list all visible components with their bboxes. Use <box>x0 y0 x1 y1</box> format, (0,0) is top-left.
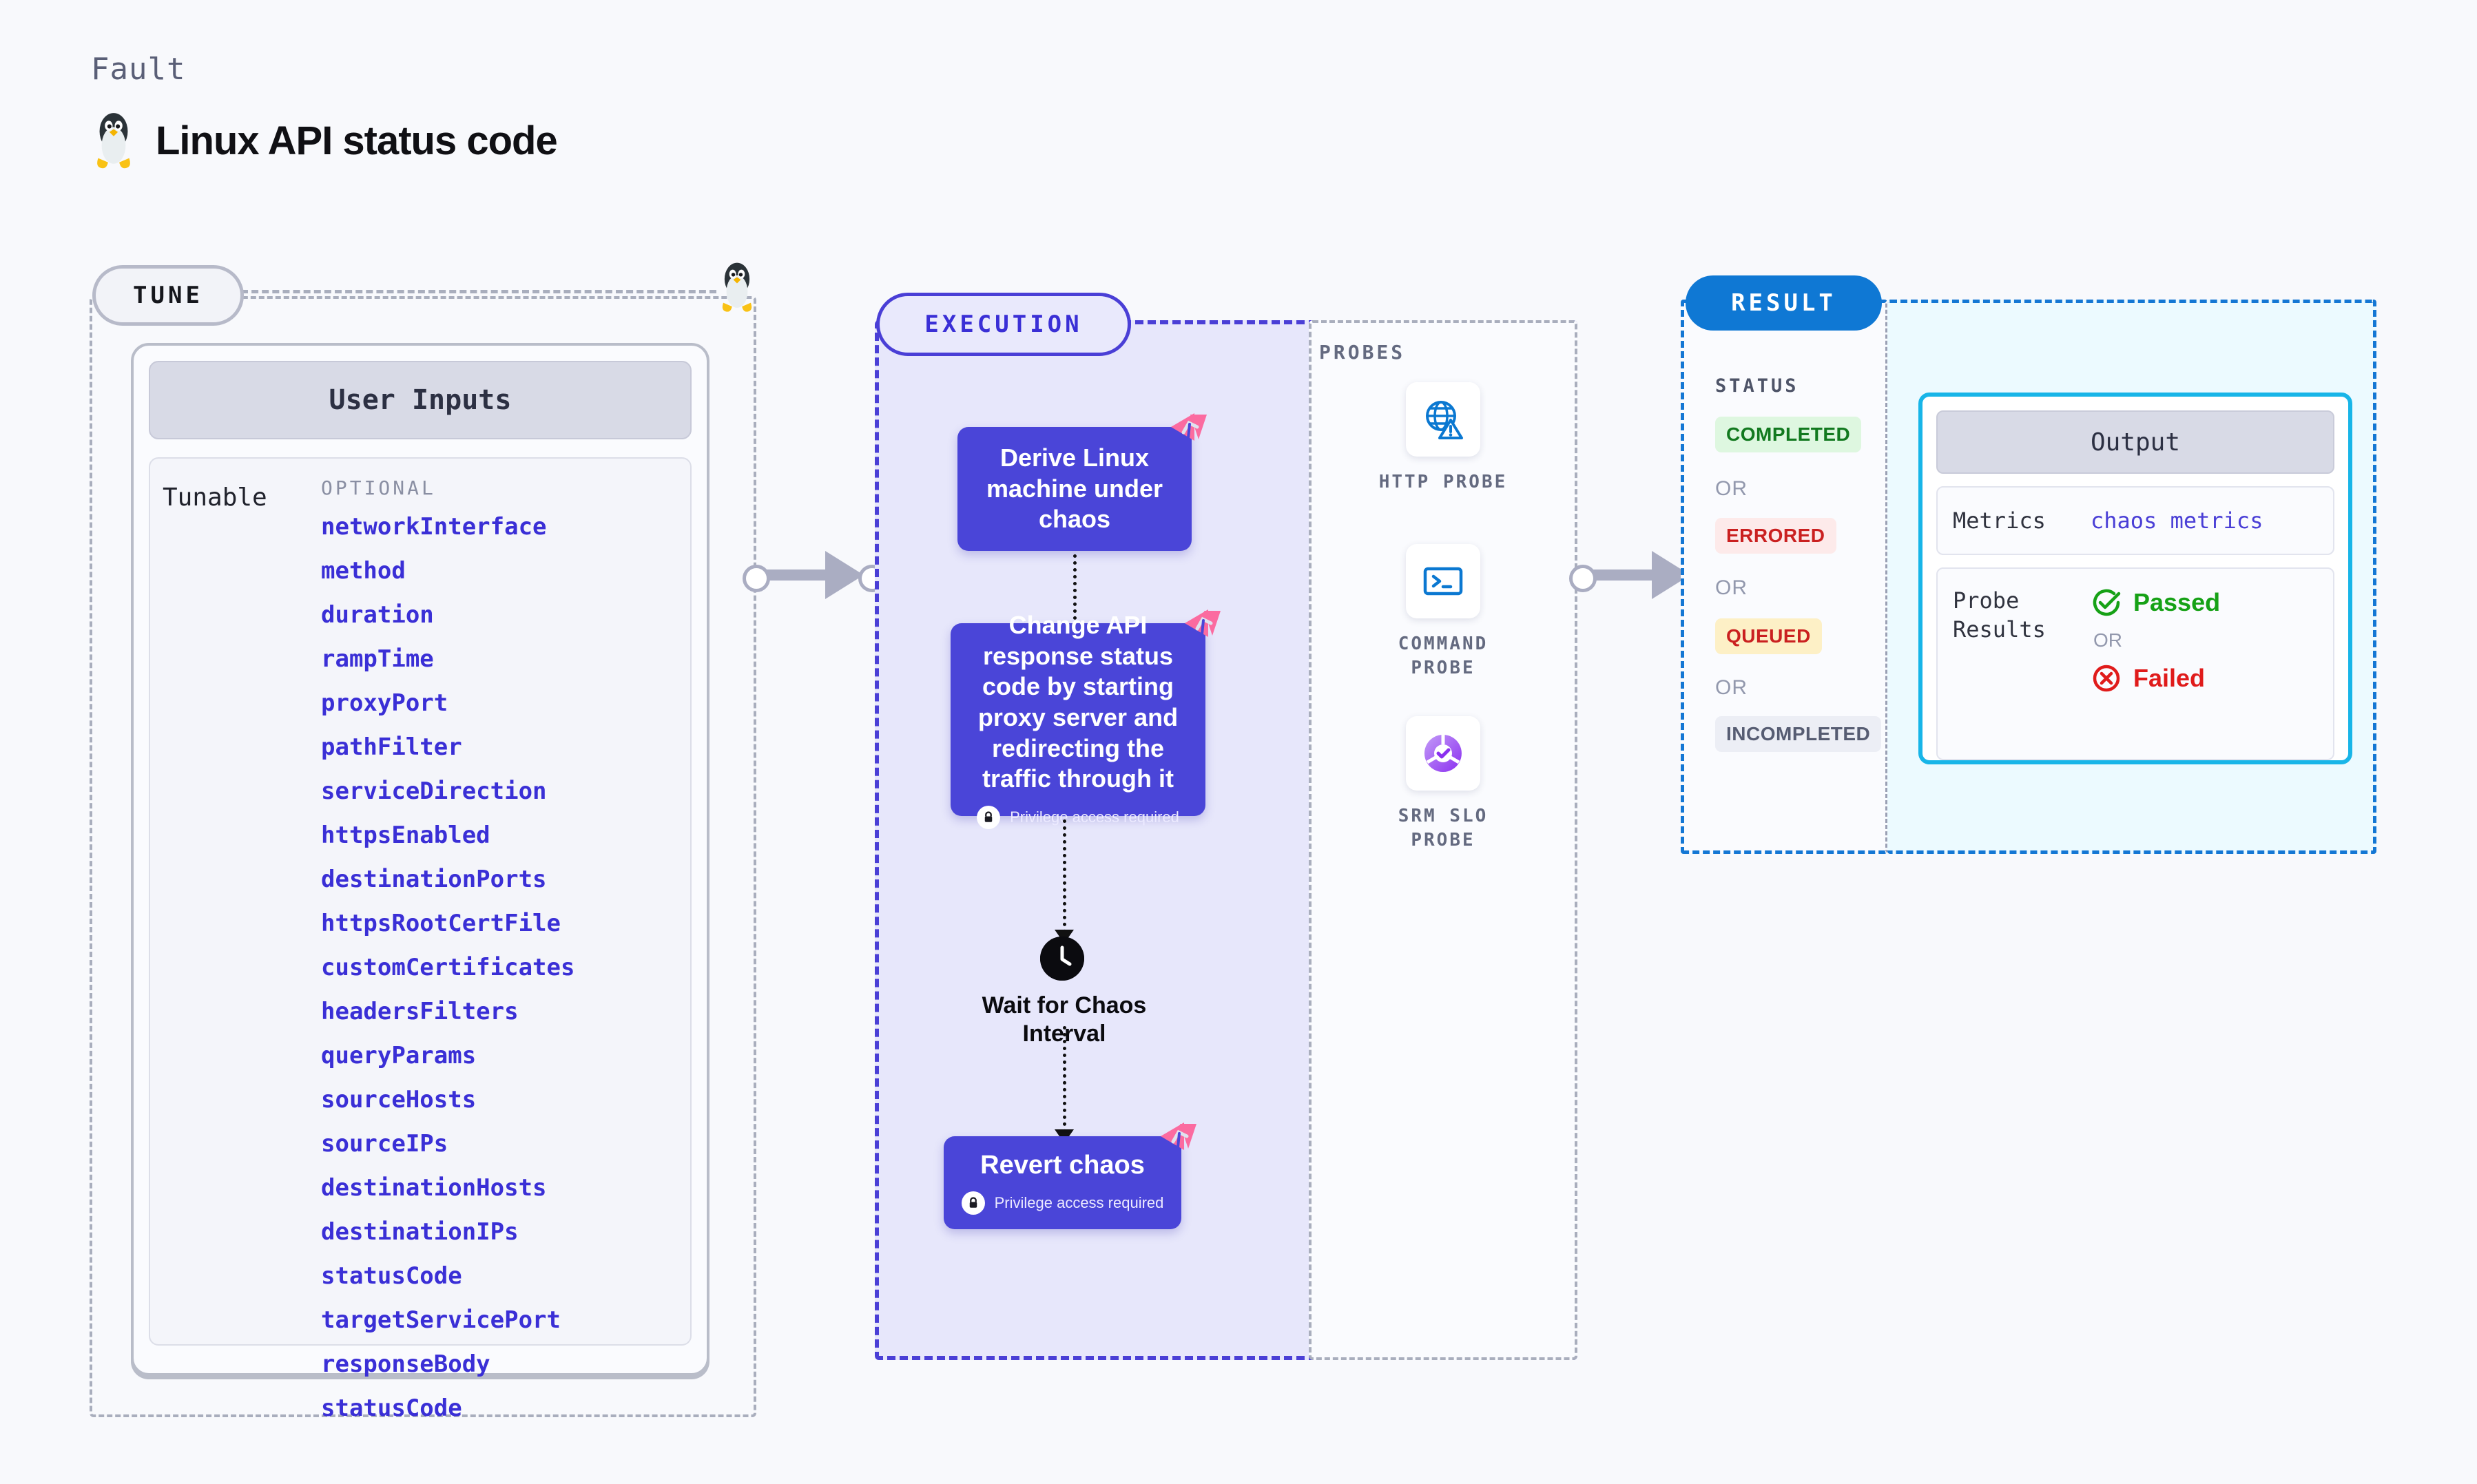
optional-label: OPTIONAL <box>321 477 436 499</box>
privilege-note-row: Privilege access required <box>961 1191 1164 1215</box>
param-item[interactable]: responseBody <box>321 1350 490 1378</box>
lock-icon <box>961 1191 985 1215</box>
probe-label: HTTP PROBE <box>1378 472 1508 492</box>
litmus-corner-badge-icon <box>1185 609 1221 637</box>
param-item[interactable]: serviceDirection <box>321 777 547 805</box>
privilege-note: Privilege access required <box>1010 808 1179 826</box>
globe-warning-icon <box>1406 382 1480 457</box>
flow-line-3 <box>1063 1026 1066 1133</box>
result-badge[interactable]: RESULT <box>1686 275 1882 331</box>
tune-badge[interactable]: TUNE <box>92 265 244 326</box>
passed-label: Passed <box>2133 588 2221 616</box>
param-item[interactable]: customCertificates <box>321 954 575 981</box>
status-label: STATUS <box>1715 375 1799 397</box>
param-item[interactable]: pathFilter <box>321 733 462 761</box>
execution-step-revert-chaos[interactable]: Revert chaos Privilege access required <box>944 1122 1196 1229</box>
metrics-row: Metrics chaos metrics <box>1936 486 2334 555</box>
tune-region <box>90 296 756 1417</box>
param-item[interactable]: sourceIPs <box>321 1130 448 1158</box>
probes-section-label: PROBES <box>1319 341 1406 364</box>
step-title: Revert chaos <box>980 1151 1145 1180</box>
tune-to-execution-connector <box>743 537 887 613</box>
litmus-corner-badge-icon <box>1161 1122 1196 1150</box>
or-separator: OR <box>1715 576 1748 599</box>
privilege-note-row: Privilege access required <box>977 805 1179 829</box>
tune-connector-line <box>241 290 716 293</box>
output-title: Output <box>1936 410 2334 474</box>
x-circle-icon <box>2093 665 2120 692</box>
tunable-section: Tunable OPTIONAL networkInterface method… <box>149 457 692 1422</box>
param-item[interactable]: headersFilters <box>321 998 519 1025</box>
srm-slo-donut-check-icon <box>1406 716 1480 791</box>
probe-result-passed: Passed <box>2091 587 2220 618</box>
param-item[interactable]: httpsRootCertFile <box>321 910 561 937</box>
status-badge-queued: QUEUED <box>1715 618 1822 654</box>
execution-step-change-status-code[interactable]: Change API response status code by start… <box>951 609 1221 829</box>
param-item[interactable]: destinationPorts <box>321 866 547 893</box>
param-item[interactable]: method <box>321 557 406 585</box>
probe-results-row: Probe Results Passed OR Failed <box>1936 567 2334 760</box>
execution-step-derive[interactable]: Derive Linux machine under chaos <box>957 413 1207 551</box>
probes-region <box>1309 320 1577 1360</box>
param-item[interactable]: httpsEnabled <box>321 822 490 849</box>
flow-line-1 <box>1073 554 1077 627</box>
probe-results-label: Probe Results <box>1953 587 2046 642</box>
execution-badge[interactable]: EXECUTION <box>876 293 1131 356</box>
param-item[interactable]: statusCode <box>321 1394 462 1422</box>
param-item[interactable]: proxyPort <box>321 689 448 717</box>
param-item[interactable]: duration <box>321 601 434 629</box>
user-inputs-title: User Inputs <box>149 361 692 439</box>
param-item[interactable]: targetServicePort <box>321 1306 561 1334</box>
param-item[interactable]: destinationHosts <box>321 1174 547 1202</box>
failed-label: Failed <box>2133 664 2206 692</box>
or-separator: OR <box>2093 629 2122 651</box>
param-item[interactable]: destinationIPs <box>321 1218 519 1246</box>
lock-icon <box>977 805 1001 829</box>
probe-label: COMMAND PROBE <box>1398 634 1489 679</box>
litmus-corner-badge-icon <box>1171 413 1207 441</box>
probe-label: SRM SLO PROBE <box>1398 806 1489 851</box>
privilege-note: Privilege access required <box>994 1194 1164 1211</box>
param-item[interactable]: networkInterface <box>321 513 547 541</box>
user-inputs-card: User Inputs Tunable OPTIONAL networkInte… <box>131 343 709 1422</box>
result-status-region <box>1681 300 1887 854</box>
or-separator: OR <box>1715 477 1748 500</box>
status-badge-errored: ERRORED <box>1715 518 1836 554</box>
step-title: Derive Linux machine under chaos <box>986 443 1163 534</box>
param-item[interactable]: sourceHosts <box>321 1086 477 1114</box>
tune-penguin-icon <box>716 260 758 317</box>
probe-srm-slo[interactable]: SRM SLO PROBE <box>1367 716 1519 853</box>
metrics-label: Metrics <box>1953 508 2046 534</box>
linux-penguin-icon <box>97 113 130 169</box>
page-title: Linux API status code <box>156 118 558 163</box>
terminal-icon <box>1406 544 1480 618</box>
param-item[interactable]: queryParams <box>321 1042 477 1069</box>
page-title-row: Linux API status code <box>91 110 558 171</box>
probe-command[interactable]: COMMAND PROBE <box>1367 544 1519 680</box>
or-separator: OR <box>1715 676 1748 699</box>
check-circle-icon <box>2093 589 2121 616</box>
tunable-label: Tunable <box>163 483 267 512</box>
flow-line-2 <box>1063 819 1066 933</box>
probe-result-failed: Failed <box>2091 662 2220 694</box>
status-badge-completed: COMPLETED <box>1715 417 1862 452</box>
param-item[interactable]: rampTime <box>321 645 434 673</box>
fault-label: Fault <box>91 52 186 87</box>
metrics-value[interactable]: chaos metrics <box>2091 508 2263 534</box>
probe-http[interactable]: HTTP PROBE <box>1367 382 1519 494</box>
clock-icon <box>1040 937 1084 981</box>
output-card: Output Metrics chaos metrics Probe Resul… <box>1918 393 2352 764</box>
step-title: Change API response status code by start… <box>977 611 1179 793</box>
param-item[interactable]: statusCode <box>321 1262 462 1290</box>
status-badge-incompleted: INCOMPLETED <box>1715 716 1882 752</box>
